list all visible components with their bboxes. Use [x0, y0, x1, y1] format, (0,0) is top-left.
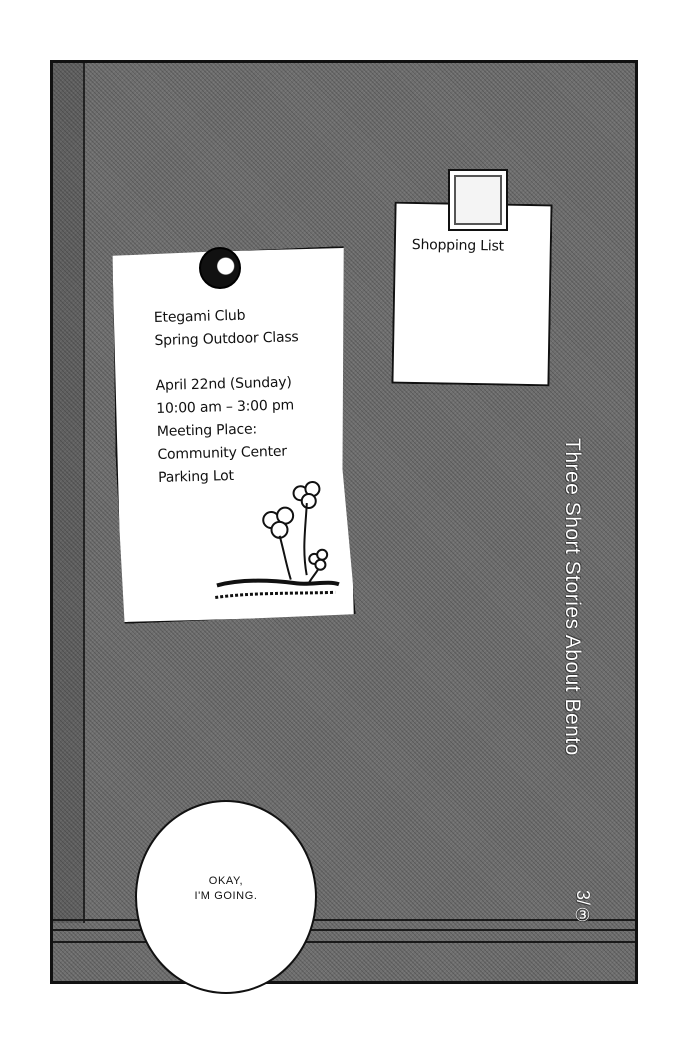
round-magnet-icon — [199, 247, 241, 289]
fridge-panel: Etegami Club Spring Outdoor Class April … — [50, 60, 638, 984]
fridge-door-edge — [53, 63, 85, 923]
speech-line: I'M GOING. — [194, 890, 258, 902]
shopping-list-title: Shopping List — [411, 236, 505, 255]
square-magnet-clip-icon — [448, 169, 508, 231]
chapter-title: Three Short Stories About Bento — [561, 438, 584, 756]
speech-line: OKAY, — [208, 875, 244, 887]
fridge-bottom-line — [53, 919, 635, 921]
clover-drawing-icon — [208, 478, 341, 601]
etegami-flyer: Etegami Club Spring Outdoor Class April … — [110, 246, 356, 624]
speech-bubble: OKAY, I'M GOING. — [135, 800, 317, 994]
fridge-bottom-line — [53, 929, 635, 931]
chapter-number: 3/③ — [573, 890, 593, 927]
fridge-bottom-line — [53, 941, 635, 943]
flyer-line: Community Center — [157, 443, 288, 463]
flyer-line: 10:00 am – 3:00 pm — [156, 397, 295, 417]
flyer-line: Spring Outdoor Class — [154, 329, 299, 350]
